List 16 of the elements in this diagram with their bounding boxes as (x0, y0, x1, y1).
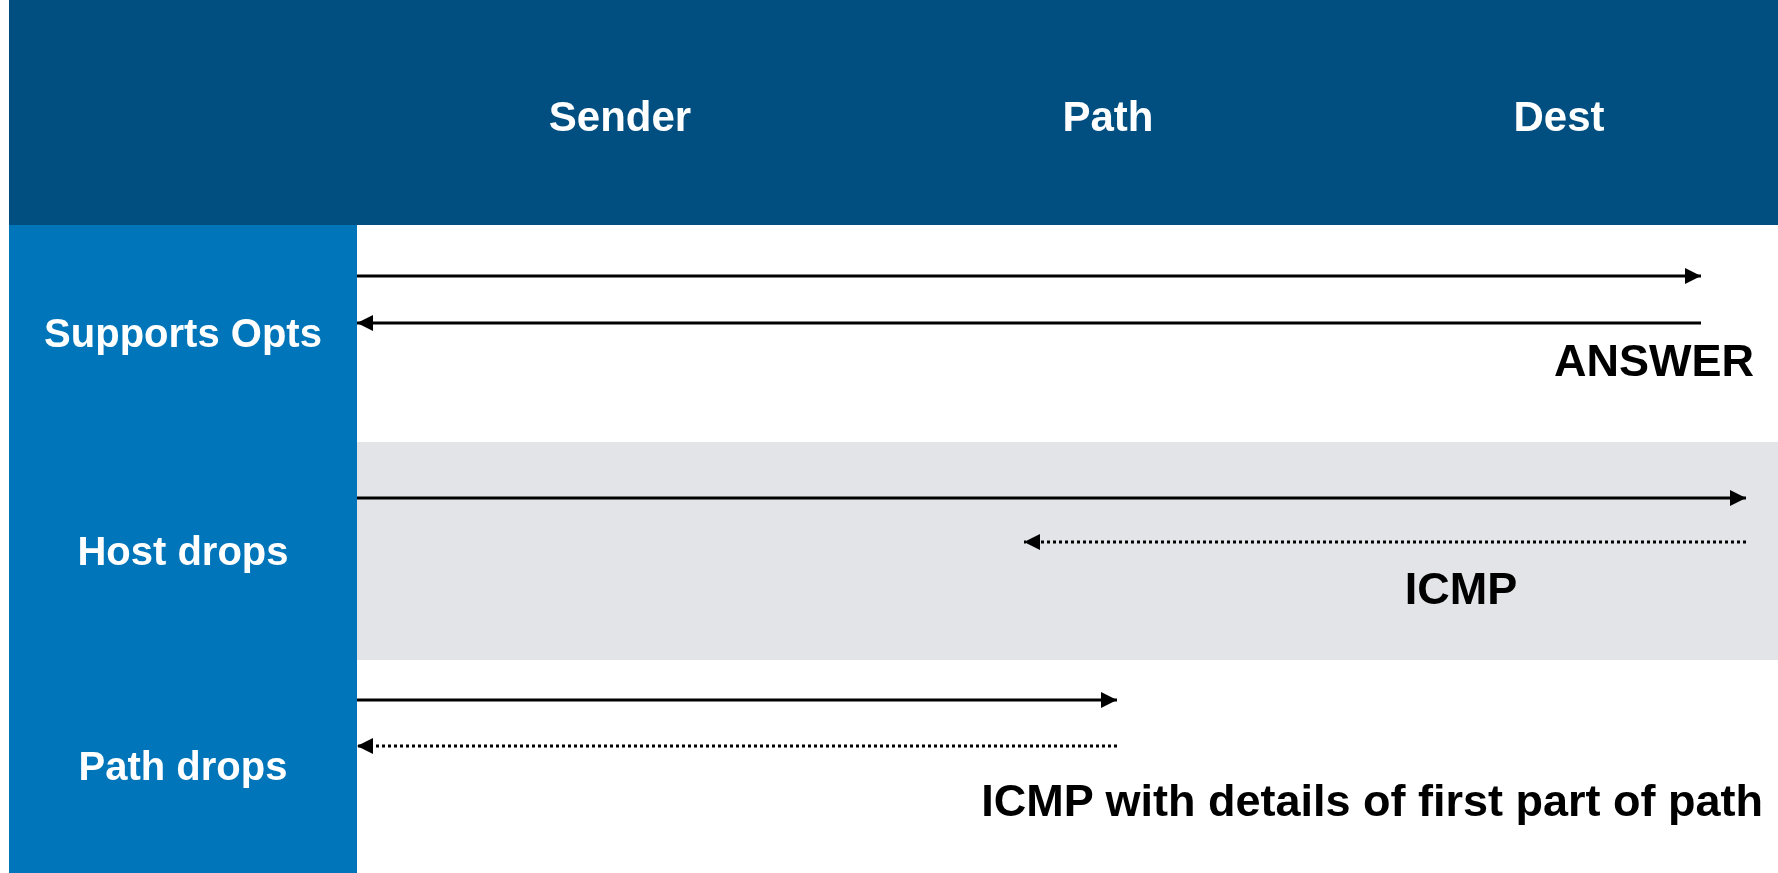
dotted-arrow (357, 738, 1117, 754)
row-header-text: Host drops (77, 528, 289, 574)
arrow (357, 692, 1117, 708)
arrow (357, 315, 1701, 331)
edge-label: ANSWER (1554, 335, 1754, 387)
arrow (357, 490, 1746, 506)
edge-label: ICMP with details of first part of path (981, 775, 1763, 827)
column-header: Dest (1513, 93, 1605, 141)
row-header (9, 660, 357, 873)
arrow (357, 268, 1701, 284)
row-header (9, 225, 357, 442)
arrow-label: ICMP (1404, 563, 1518, 615)
row-header-text: Supports Opts (44, 311, 322, 356)
row-header-text: Path drops (78, 744, 288, 789)
column-header: Path (1062, 93, 1154, 141)
column-header: Sender (548, 93, 692, 141)
